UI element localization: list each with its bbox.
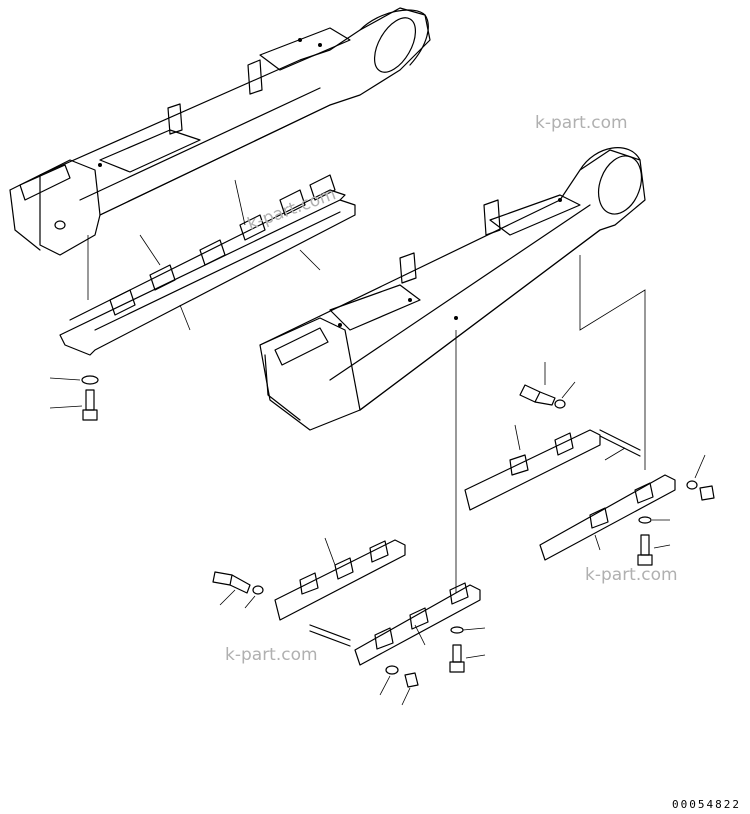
drawing-code: 00054822: [672, 798, 741, 811]
left-bolt-set: [49, 375, 99, 421]
right-washers-nut: [637, 454, 715, 566]
bolt-upper: [519, 362, 576, 409]
lower-left-guard-piece: [274, 537, 406, 621]
lower-right-guard-piece: [539, 474, 676, 561]
pin-upper: [599, 429, 641, 461]
left-guard-assembly: [59, 174, 356, 356]
left-track-frame: [9, 7, 431, 256]
watermark: k-part.com: [225, 645, 318, 665]
lower-middle-bolt-set: [379, 626, 486, 706]
bolt-lower-left: [212, 571, 264, 609]
right-track-frame: [259, 147, 646, 600]
pin-lower: [309, 624, 351, 647]
watermark: k-part.com: [535, 113, 628, 133]
upper-guard-piece: [464, 424, 601, 511]
watermark: k-part.com: [585, 565, 678, 585]
lower-middle-guard-piece: [354, 582, 481, 666]
